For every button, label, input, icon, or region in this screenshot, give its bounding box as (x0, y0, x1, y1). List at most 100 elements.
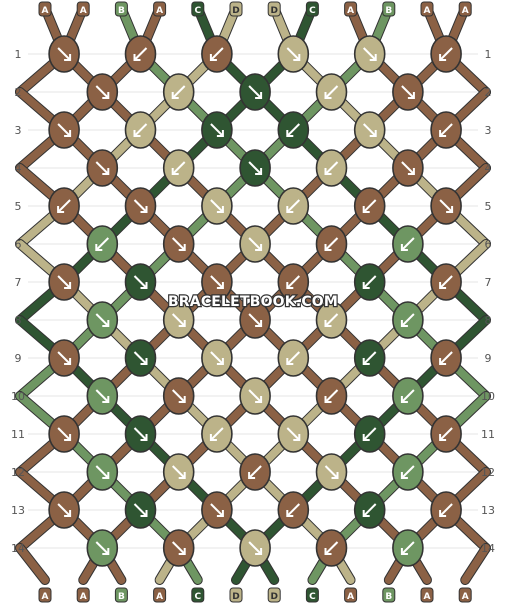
knot (86, 225, 119, 263)
knot-arrow-icon (248, 85, 262, 99)
knot-arrow-icon (57, 351, 71, 365)
knot (201, 491, 233, 529)
strand-label-top: A (344, 1, 358, 17)
knot (392, 529, 424, 567)
knot (124, 491, 157, 529)
knot-arrow-head (102, 320, 110, 327)
knot-arrow-icon (95, 389, 110, 403)
knot-arrow-head (255, 168, 263, 175)
knot-arrow-head (64, 130, 72, 137)
knot-arrow-icon (324, 161, 339, 175)
row-label-right: 4 (485, 162, 492, 175)
knot (277, 491, 310, 529)
knot (162, 225, 195, 263)
knot (392, 453, 424, 491)
strand-label-chip (38, 1, 52, 17)
knot-arrow-icon (439, 199, 453, 213)
knot-arrow-head (102, 472, 110, 479)
row-label-left: 9 (15, 352, 22, 365)
knot-arrow-head (286, 358, 294, 365)
knot (86, 529, 119, 567)
strand-label-top: A (76, 1, 90, 17)
knot (86, 377, 119, 415)
knot-arrow-icon (210, 503, 224, 517)
knot-arrow-icon (133, 275, 148, 289)
knot-arrow-head (64, 54, 72, 61)
knot-arrow-head (255, 548, 263, 555)
knot-arrow-icon (171, 85, 186, 99)
knot-arrow-head (439, 130, 447, 137)
knot-arrow-head (400, 396, 408, 403)
strand-label-top: D (229, 1, 243, 17)
row-label-right: 9 (485, 352, 492, 365)
knot (239, 453, 271, 491)
strand-segment (461, 544, 490, 584)
knot-arrow-icon (248, 161, 262, 175)
knot-arrow-head (255, 244, 263, 251)
strand-label-text: C (194, 6, 201, 16)
knot-arrow-head (286, 510, 294, 517)
row-label-left: 11 (11, 428, 25, 441)
knot (162, 377, 195, 415)
knot-arrow-head (171, 92, 179, 99)
strand-label-top: B (114, 1, 128, 17)
knot-arrow-icon (324, 541, 339, 555)
knot-arrow-head (324, 168, 332, 175)
knot-arrow-icon (210, 275, 224, 289)
knot-arrow-head (286, 130, 294, 137)
knot-arrow-icon (401, 237, 415, 251)
row-label-right: 14 (481, 542, 495, 555)
strand-label-text: A (42, 592, 49, 602)
strand-label-text: A (156, 6, 163, 16)
strand-label-bottom: D (267, 587, 281, 603)
strand-label-top: D (267, 1, 281, 17)
knot-arrow-head (57, 206, 65, 213)
knot-arrow-icon (401, 85, 415, 99)
knot (353, 35, 386, 73)
knot-arrow-icon (95, 313, 110, 327)
knot (162, 73, 195, 111)
strand-label-text: A (424, 6, 431, 16)
knot (162, 149, 195, 187)
strand-label-top: B (382, 1, 396, 17)
knot-arrow-head (102, 548, 110, 555)
knot (48, 491, 80, 529)
knot (86, 149, 119, 187)
knot (48, 35, 80, 73)
row-label-right: 10 (481, 390, 495, 403)
knot-arrow-icon (133, 427, 148, 441)
knot-arrow-head (140, 206, 148, 213)
row-label-left: 10 (11, 390, 25, 403)
knot (162, 453, 195, 491)
knot-arrow-icon (171, 389, 186, 403)
knot (430, 111, 462, 149)
knot-arrow-icon (248, 465, 262, 479)
knot-arrow-icon (401, 313, 415, 327)
knot-arrow-icon (171, 465, 186, 479)
knot-arrow-head (286, 282, 294, 289)
strand-label-bottom: A (420, 587, 434, 603)
strand-label-text: C (194, 592, 201, 602)
knot-arrow-head (216, 282, 224, 289)
knot-arrow-icon (439, 427, 453, 441)
knot (353, 111, 386, 149)
knot (201, 263, 233, 301)
knot-arrow-icon (439, 47, 453, 61)
knot-arrow-head (178, 244, 186, 251)
knot-arrow-head (140, 434, 148, 441)
strand-label-top: C (305, 1, 319, 17)
knot-arrow-head (102, 92, 110, 99)
knot-arrow-icon (439, 351, 453, 365)
knot-arrow-head (362, 282, 370, 289)
knot-arrow-icon (324, 313, 339, 327)
knot (392, 377, 424, 415)
strand-label-text: C (309, 6, 316, 16)
knot-arrow-head (216, 130, 224, 137)
knot (162, 301, 195, 339)
knot-arrow-head (439, 358, 447, 365)
knot-arrow-icon (95, 161, 110, 175)
knot-arrow-head (178, 396, 186, 403)
knot-arrow-icon (133, 199, 148, 213)
knot-arrow-head (102, 396, 110, 403)
